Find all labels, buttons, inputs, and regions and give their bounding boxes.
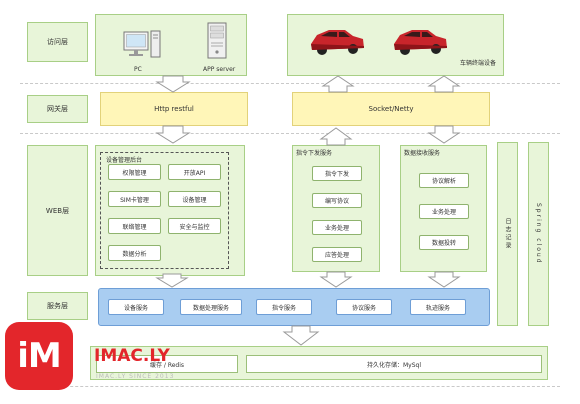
command-service-title: 指令下发服务	[296, 150, 333, 157]
watermark-sub: IMAC.LY SINCE 2013	[96, 373, 175, 380]
separator-2	[20, 133, 560, 134]
device-mgmt-title: 设备管理后台	[106, 157, 143, 164]
service-item: 指令服务	[256, 299, 312, 315]
terminal-devices-label: 车辆终端设备	[460, 60, 497, 67]
car-icon	[390, 24, 450, 58]
watermark-brand: IMAC.LY	[94, 346, 170, 366]
service-item: 设备服务	[108, 299, 164, 315]
cache-redis-box: 缓存 / Redis	[96, 355, 238, 373]
receive-item: 数据投转	[419, 235, 469, 250]
layer-label-web: WEB层	[27, 145, 88, 276]
command-item: 业务处理	[312, 220, 362, 235]
arrow-up-icon	[319, 127, 353, 146]
mgmt-item: SIM卡管理	[108, 191, 161, 207]
mgmt-item: 数据分析	[108, 245, 161, 261]
arrow-up-icon	[321, 75, 355, 93]
server-icon	[206, 22, 228, 60]
spring-cloud-column: Spring cloud	[528, 142, 549, 326]
command-item: 编写协议	[312, 193, 362, 208]
arrow-down-icon	[282, 325, 320, 346]
mgmt-item: 设备管理	[168, 191, 221, 207]
logo-letters: iM	[17, 336, 61, 376]
data-receive-service-title: 数据接收服务	[404, 150, 441, 157]
service-item: 轨迹服务	[410, 299, 466, 315]
arrow-up-icon	[427, 75, 461, 93]
layer-label-access: 访问层	[27, 22, 88, 62]
pc-icon	[122, 29, 162, 63]
service-item: 数据处理服务	[180, 299, 242, 315]
receive-item: 业务处理	[419, 204, 469, 219]
log-record-column: 日志记录	[497, 142, 518, 326]
arrow-down-icon	[155, 273, 189, 288]
command-item: 应答处理	[312, 247, 362, 262]
arrow-down-icon	[427, 271, 461, 288]
separator-3	[20, 386, 560, 387]
arrow-down-icon	[427, 125, 461, 144]
command-item: 指令下发	[312, 166, 362, 181]
mgmt-item: 安全与监控	[168, 218, 221, 234]
service-item: 协议服务	[336, 299, 392, 315]
imacly-logo: iM	[5, 322, 73, 390]
car-icon	[307, 24, 367, 58]
mgmt-item: 权限管理	[108, 164, 161, 180]
socket-netty-box: Socket/Netty	[292, 92, 490, 126]
arrow-down-icon	[155, 75, 191, 93]
arrow-down-icon	[155, 125, 191, 144]
layer-label-gateway: 网关层	[27, 95, 88, 123]
receive-item: 协议解析	[419, 173, 469, 188]
layer-label-service: 服务层	[27, 292, 88, 320]
mgmt-item: 联络管理	[108, 218, 161, 234]
app-server-label: APP server	[203, 66, 236, 73]
mysql-storage-box: 持久化存储：MySql	[246, 355, 542, 373]
separator-1	[20, 83, 560, 84]
http-restful-box: Http restful	[100, 92, 248, 126]
mgmt-item: 开放API	[168, 164, 221, 180]
arrow-down-icon	[319, 271, 353, 288]
pc-label: PC	[134, 66, 142, 73]
